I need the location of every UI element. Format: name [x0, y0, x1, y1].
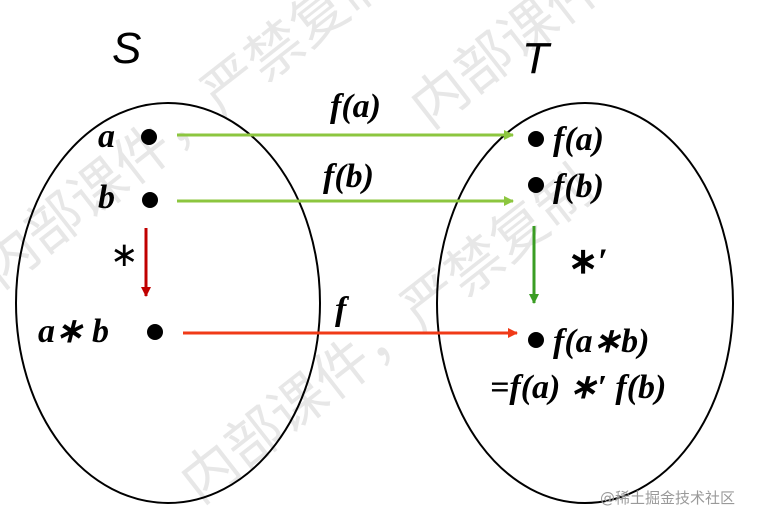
watermark-line-3: 内部课件，严禁复制: [399, 0, 757, 141]
set-T-name: T: [522, 34, 552, 83]
element-fb-dot: [528, 177, 544, 193]
element-b-label: b: [98, 179, 115, 216]
T-operation-label: ∗′: [568, 241, 608, 281]
mapping-b-label: f(b): [323, 158, 374, 195]
element-a-star-b-label: a∗ b: [38, 313, 109, 350]
element-a-star-b-dot: [147, 324, 163, 340]
element-a-dot: [141, 129, 157, 145]
element-fa-label: f(a): [553, 121, 604, 158]
element-fa-dot: [528, 131, 544, 147]
element-b-dot: [142, 192, 158, 208]
element-fab-label: f(a∗b): [553, 323, 649, 360]
S-operation-label: ∗: [110, 237, 139, 274]
set-S-name: S: [112, 24, 141, 73]
homomorphism-equation: =f(a) ∗′ f(b): [490, 369, 666, 406]
set-S-ellipse: [15, 102, 321, 504]
mapping-f-label: f: [335, 291, 350, 328]
mapping-a-label: f(a): [330, 88, 381, 125]
element-a-label: a: [98, 118, 115, 155]
element-fb-label: f(b): [553, 168, 604, 205]
set-T-ellipse: [436, 102, 734, 504]
corner-watermark: @稀土掘金技术社区: [600, 489, 735, 507]
watermark-line-1: 内部课件，严禁复制: [0, 0, 406, 301]
element-fab-dot: [528, 332, 544, 348]
